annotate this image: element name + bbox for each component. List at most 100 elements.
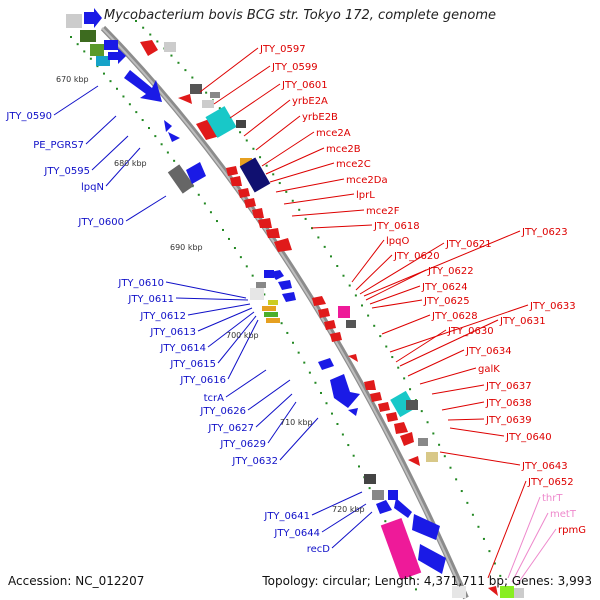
leader-line [511,512,549,583]
leader-line [419,367,477,385]
gene-arrow [418,544,446,574]
gene-label: JTY_0614 [159,343,206,354]
gene-label: mce2B [326,144,361,155]
gene-label: JTY_0590 [5,111,52,122]
leader-line [291,209,365,217]
leader-line [261,131,315,167]
leader-line [399,319,499,367]
track-dot [265,164,268,167]
tick-label: 710 kbp [280,418,313,427]
gene-label: JTY_0595 [43,166,90,177]
gene-block [240,158,252,166]
gene-label: JTY_0611 [127,294,174,305]
leader-line [213,65,271,105]
track-dot [297,351,300,354]
gene-label: JTY_0597 [259,44,306,55]
gene-block [264,270,274,278]
gene-arrow [84,8,102,28]
track-dot [142,26,145,29]
track-dot [323,245,326,248]
track-dot [109,80,112,83]
gene-label: recD [307,544,331,555]
track-dot [227,237,230,240]
gene-block [372,490,384,500]
accession-text: Accession: NC_012207 [8,574,145,588]
track-dot [245,265,248,268]
tick-label: 690 kbp [170,243,203,252]
gene-block [256,282,266,288]
track-dot [239,131,242,134]
gene-arrow [400,432,414,446]
leader-line [447,418,485,421]
track-dot [493,562,496,565]
track-dot [215,220,218,223]
gene-arrow [252,208,264,218]
gene-block [190,84,202,94]
gene-arrow [364,380,376,390]
gene-block [80,30,96,42]
gene-label: JTY_0634 [465,346,512,357]
track-dot [233,247,236,250]
leader-line [441,401,485,411]
track-dot [298,208,301,211]
gene-block [514,588,524,598]
tick-label: 720 kbp [332,505,365,514]
leader-line [85,115,117,145]
track-dot [251,274,254,277]
gene-block [236,120,246,128]
leader-line [197,307,253,332]
track-dot [330,412,333,415]
leader-line [91,135,129,171]
tick-label: 680 kbp [114,159,147,168]
gene-arrow [394,498,412,518]
track-dot [160,143,163,146]
leader-line [267,401,297,444]
gene-arrow [238,188,250,198]
track-dot [245,139,248,142]
gene-block [418,438,428,446]
leader-line [311,224,373,229]
track-dot [272,173,275,176]
track-dot [403,377,406,380]
leader-line [255,115,301,151]
track-dot [329,255,332,258]
gene-label: JTY_0629 [219,439,266,450]
leader-line [199,47,259,93]
track-dot [311,227,314,230]
track-dot [361,304,364,307]
leader-line [279,417,319,461]
leader-line [507,496,541,579]
leader-line [365,269,427,301]
gene-arrow [270,270,284,280]
leader-line [449,427,505,437]
gene-label: JTY_0652 [527,477,574,488]
track-dot [482,537,485,540]
gene-arrow [348,408,358,416]
track-dot [122,95,125,98]
track-dot [173,159,176,162]
gene-label: JTY_0639 [485,415,532,426]
track-dot [317,236,320,239]
rna-label: rpmG [558,525,586,536]
gene-label: JTY_0621 [445,239,492,250]
gene-arrow [376,500,392,514]
gene-arrow [330,374,360,408]
leader-line [105,147,141,187]
leader-line [407,349,465,377]
leader-line [395,329,447,363]
gene-label: JTY_0625 [423,296,470,307]
gene-block [66,14,82,28]
track-dot [239,256,242,259]
track-dot [303,361,306,364]
gene-label: JTY_0632 [231,456,278,467]
track-dot [379,335,382,338]
gene-label: JTY_0628 [431,311,478,322]
gene-block [266,318,280,323]
leader-line [321,503,367,533]
gene-label: mce2C [336,159,371,170]
track-dot [209,211,212,214]
gene-label: lprL [356,190,375,201]
